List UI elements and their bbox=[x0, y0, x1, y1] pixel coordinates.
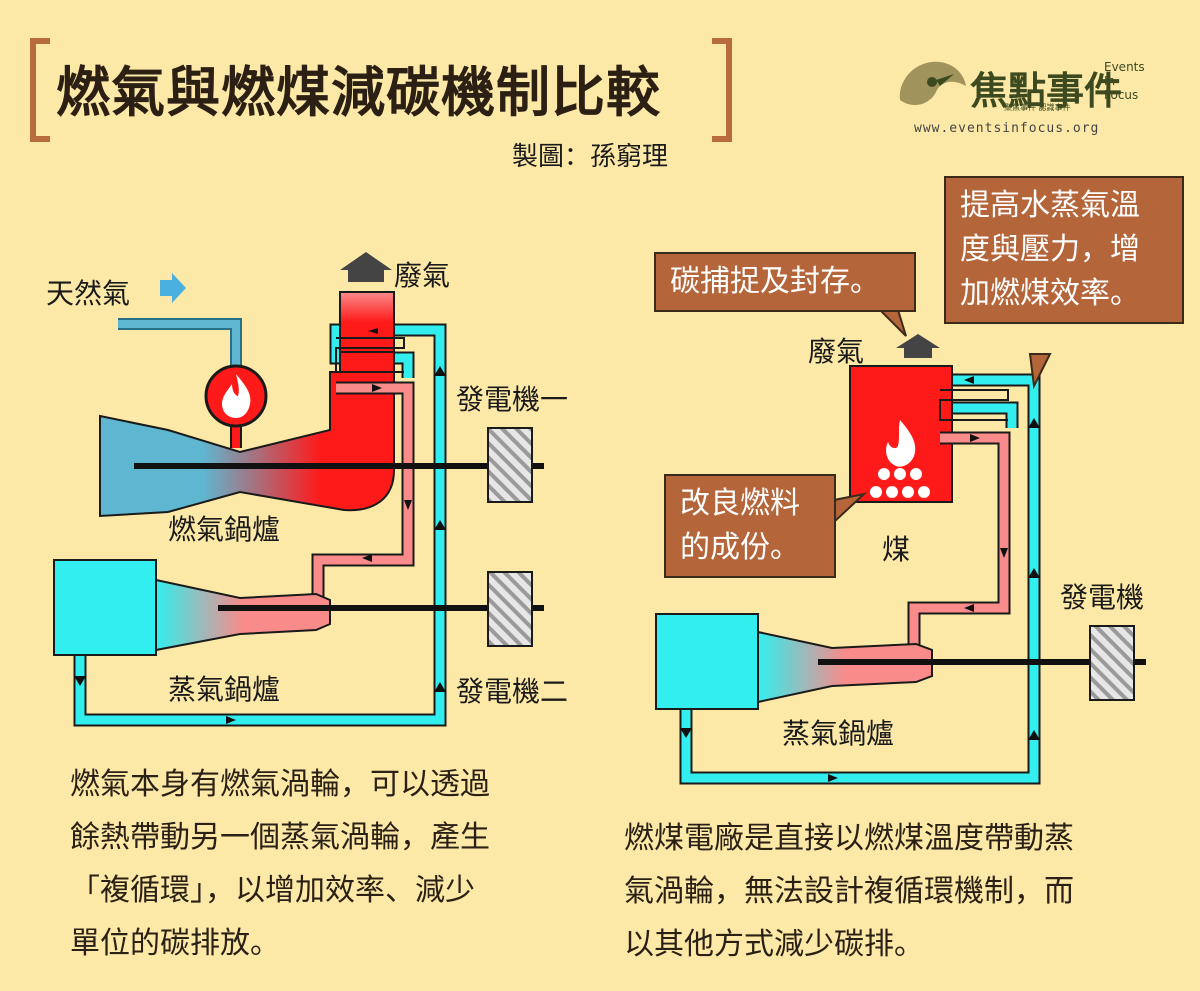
flame-icon bbox=[204, 364, 268, 428]
callout-carbon-capture: 碳捕捉及封存。 bbox=[654, 252, 916, 312]
coal-flame-icon bbox=[870, 420, 930, 498]
logo-tagline: 聚焦事件 認識事件 bbox=[1004, 103, 1071, 112]
page-title: 燃氣與燃煤減碳機制比較 bbox=[56, 61, 661, 124]
steam-boiler-left bbox=[53, 559, 157, 656]
label-generator-1: 發電機一 bbox=[456, 383, 569, 416]
logo-en-line-3: Focus bbox=[1104, 88, 1139, 102]
logo-url: www.eventsinfocus.org bbox=[914, 121, 1100, 136]
generator-2-icon bbox=[487, 571, 533, 647]
label-steam-boiler-right: 蒸氣鍋爐 bbox=[782, 717, 895, 750]
credit: 製圖：孫窮理 bbox=[512, 142, 669, 172]
coal-description: 燃煤電廠是直接以燃煤溫度帶動蒸 氣渦輪，無法設計複循環機制，而 以其他方式減少碳… bbox=[624, 812, 1074, 971]
gas-exhaust-stack bbox=[339, 291, 395, 353]
label-exhaust-coal: 廢氣 bbox=[808, 335, 865, 368]
steam-boiler-right bbox=[655, 613, 759, 710]
gas-description-line: 「複循環」，以增加效率、減少 bbox=[70, 873, 475, 908]
title-bracket-left bbox=[30, 38, 50, 142]
generator-1-icon bbox=[487, 427, 533, 503]
steam-turbine-left bbox=[155, 578, 331, 652]
callout-fuel-line-2: 的成份。 bbox=[680, 530, 800, 565]
callout-steam-line-1: 提高水蒸氣溫 bbox=[960, 188, 1140, 223]
label-generator-2: 發電機二 bbox=[456, 675, 569, 708]
bird-logo-icon bbox=[899, 61, 966, 106]
gas-description-line: 單位的碳排放。 bbox=[70, 926, 280, 961]
logo-en-line-2: In bbox=[1104, 74, 1116, 88]
logo-name-en: Events In Focus bbox=[1104, 60, 1145, 102]
generator-icon bbox=[1089, 625, 1135, 701]
coal-description-line: 以其他方式減少碳排。 bbox=[624, 927, 924, 962]
callout-steam-efficiency: 提高水蒸氣溫 度與壓力，增 加燃煤效率。 bbox=[944, 176, 1184, 324]
label-exhaust-gas: 廢氣 bbox=[394, 259, 451, 292]
label-coal: 煤 bbox=[882, 533, 911, 566]
callout-steam-line-3: 加燃煤效率。 bbox=[960, 276, 1140, 311]
logo: 焦點事件 Events In Focus 聚焦事件 認識事件 www.event… bbox=[892, 52, 1152, 147]
steam-turbine-right bbox=[757, 630, 933, 704]
callout-steam-line-2: 度與壓力，增 bbox=[960, 232, 1140, 267]
coal-description-line: 氣渦輪，無法設計複循環機制，而 bbox=[624, 874, 1074, 909]
label-natural-gas: 天然氣 bbox=[46, 277, 131, 310]
arrow-up-icon bbox=[340, 252, 392, 282]
label-gas-boiler: 燃氣鍋爐 bbox=[168, 513, 281, 546]
coal-description-line: 燃煤電廠是直接以燃煤溫度帶動蒸 bbox=[624, 821, 1074, 856]
label-steam-boiler-left: 蒸氣鍋爐 bbox=[168, 673, 281, 706]
callout-fuel-line-1: 改良燃料 bbox=[680, 486, 800, 521]
gas-description-line: 餘熱帶動另一個蒸氣渦輪，產生 bbox=[70, 820, 490, 855]
logo-en-line-1: Events bbox=[1104, 60, 1145, 74]
callout-fuel-improvement: 改良燃料 的成份。 bbox=[664, 474, 836, 578]
label-generator: 發電機 bbox=[1060, 581, 1145, 614]
gas-description: 燃氣本身有燃氣渦輪，可以透過 餘熱帶動另一個蒸氣渦輪，產生 「複循環」，以增加效… bbox=[70, 758, 490, 970]
arrow-right-icon bbox=[160, 273, 186, 303]
arrow-up-icon bbox=[896, 334, 940, 358]
title-bracket-right bbox=[712, 38, 732, 142]
logo-name-cn: 焦點事件 bbox=[970, 68, 1123, 113]
gas-turbine bbox=[99, 299, 395, 518]
gas-description-line: 燃氣本身有燃氣渦輪，可以透過 bbox=[70, 767, 490, 802]
